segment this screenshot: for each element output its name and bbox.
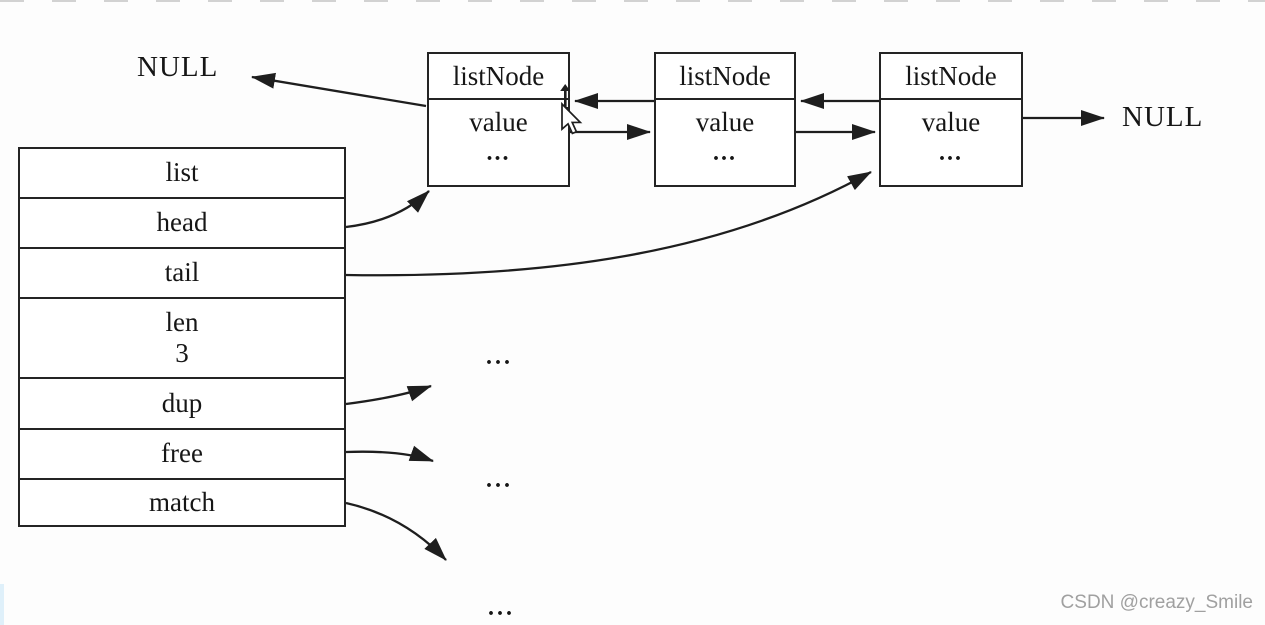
ellipsis-dup-target: ...	[486, 344, 513, 370]
listnode-title: listNode	[881, 54, 1021, 100]
struct-row-list: list	[20, 149, 344, 199]
listnode-box-2: listNode value ...	[654, 52, 796, 187]
arrow-head-to-node1	[345, 190, 430, 229]
listnode-ellipsis: ...	[939, 140, 963, 166]
listnode-body: value ...	[656, 100, 794, 185]
len-value: 3	[175, 338, 189, 368]
listnode-value-label: value	[469, 107, 528, 137]
listnode-box-3: listNode value ...	[879, 52, 1023, 187]
list-struct-table: list head tail len 3 dup free match	[18, 147, 346, 527]
arrow-match-to-ellipsis	[345, 501, 447, 561]
listnode-body: value ...	[881, 100, 1021, 185]
listnode-ellipsis: ...	[713, 140, 737, 166]
ellipsis-free-target: ...	[486, 467, 513, 493]
struct-row-label: len	[165, 306, 199, 337]
arrow-tail-to-node3	[345, 170, 872, 277]
null-label-right: NULL	[1122, 101, 1204, 133]
arrow-dup-to-ellipsis	[345, 384, 432, 406]
struct-row-label: head	[156, 207, 208, 238]
struct-row-label: tail	[164, 257, 200, 288]
struct-row-label: list	[165, 157, 199, 188]
struct-row-head: head	[20, 199, 344, 249]
struct-row-label: free	[161, 438, 203, 469]
top-edge-artifact	[0, 0, 1265, 2]
arrow-node1-prev-to-null	[251, 72, 427, 108]
csdn-watermark: CSDN @creazy_Smile	[1060, 592, 1253, 613]
struct-row-tail: tail	[20, 249, 344, 299]
struct-row-label: match	[149, 486, 215, 517]
arrow-free-to-ellipsis	[345, 445, 434, 463]
struct-row-match: match	[20, 480, 344, 525]
struct-row-label: dup	[161, 387, 203, 418]
listnode-title: listNode	[429, 54, 568, 100]
left-edge-artifact	[0, 584, 4, 625]
struct-row-free: free	[20, 430, 344, 480]
null-label-left: NULL	[137, 51, 219, 83]
listnode-box-1: listNode value ...	[427, 52, 570, 187]
listnode-value-label: value	[921, 107, 981, 137]
listnode-title: listNode	[656, 54, 794, 100]
ellipsis-match-target: ...	[488, 595, 515, 621]
listnode-body: value ...	[429, 100, 568, 185]
struct-row-dup: dup	[20, 379, 344, 430]
listnode-value-label: value	[695, 107, 755, 137]
listnode-ellipsis: ...	[486, 140, 511, 166]
struct-row-len: len 3	[20, 299, 344, 379]
